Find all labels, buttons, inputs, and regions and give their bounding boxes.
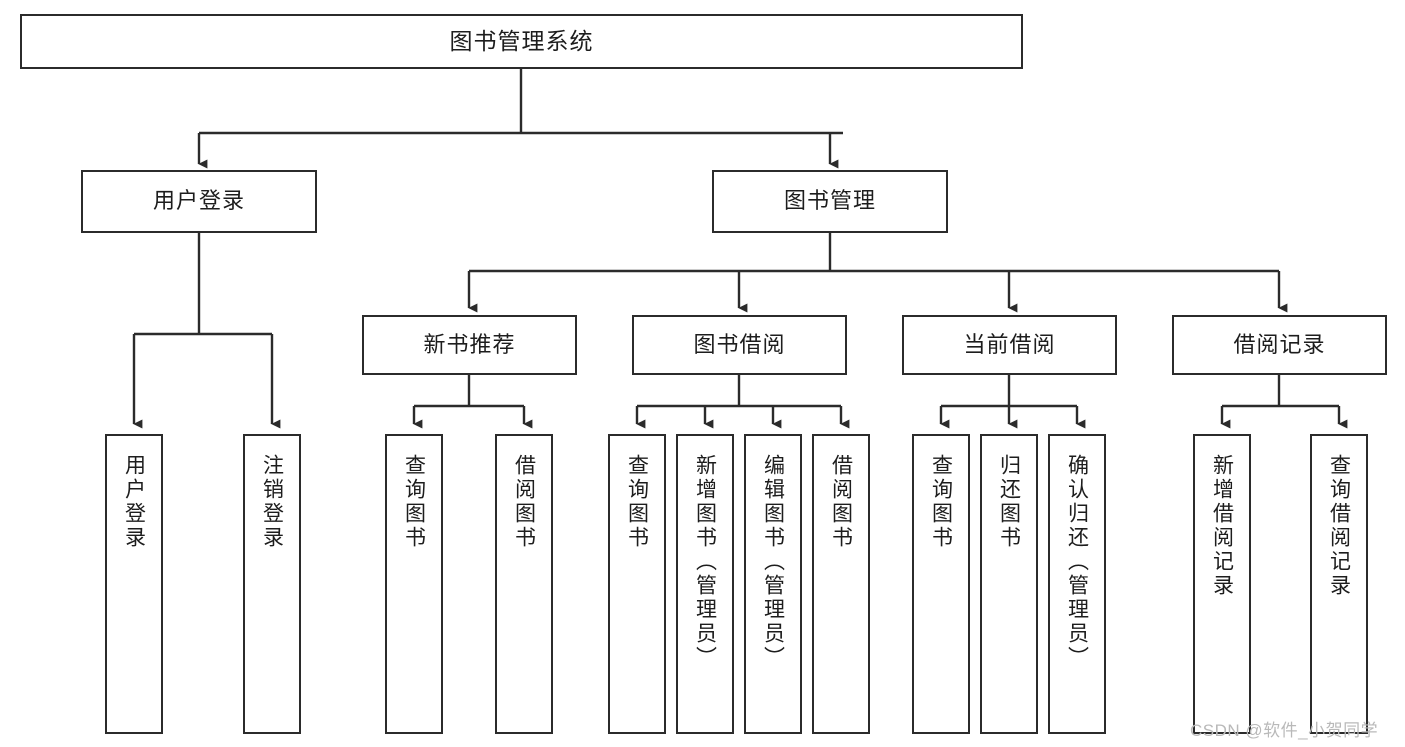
leaf-current-confirm-return[interactable]: 确认归还（管理员） [1048,434,1106,734]
node-label: 借阅记录 [1233,331,1326,357]
node-label: 归还图书 [997,454,1021,550]
node-borrow-records[interactable]: 借阅记录 [1172,315,1387,375]
node-label: 查询图书 [929,454,953,550]
node-label: 图书管理系统 [449,27,594,54]
leaf-user-login-logout[interactable]: 注销登录 [243,434,301,734]
node-label: 确认归还（管理员） [1065,454,1089,670]
leaf-records-query[interactable]: 查询借阅记录 [1310,434,1368,734]
leaf-borrow-borrow-book[interactable]: 借阅图书 [812,434,870,734]
node-label: 新增借阅记录 [1210,454,1234,598]
node-new-book-recommend[interactable]: 新书推荐 [362,315,577,375]
node-label: 用户登录 [152,188,245,214]
node-label: 用户登录 [122,454,146,550]
leaf-new-book-query[interactable]: 查询图书 [385,434,443,734]
node-label: 新增图书（管理员） [693,454,717,670]
leaf-records-add[interactable]: 新增借阅记录 [1193,434,1251,734]
node-current-borrow[interactable]: 当前借阅 [902,315,1117,375]
node-label: 借阅图书 [829,454,853,550]
leaf-borrow-add-book[interactable]: 新增图书（管理员） [676,434,734,734]
node-label: 注销登录 [260,454,284,550]
node-label: 借阅图书 [512,454,536,550]
leaf-user-login-login[interactable]: 用户登录 [105,434,163,734]
node-root-system[interactable]: 图书管理系统 [20,14,1023,69]
leaf-new-book-borrow[interactable]: 借阅图书 [495,434,553,734]
leaf-borrow-edit-book[interactable]: 编辑图书（管理员） [744,434,802,734]
node-label: 图书管理 [783,188,876,214]
node-label: 当前借阅 [963,331,1056,357]
node-label: 查询图书 [402,454,426,550]
leaf-current-query[interactable]: 查询图书 [912,434,970,734]
node-user-login[interactable]: 用户登录 [81,170,317,233]
leaf-borrow-query[interactable]: 查询图书 [608,434,666,734]
node-book-management[interactable]: 图书管理 [712,170,948,233]
csdn-watermark: CSDN @软件_小贺同学 [1190,721,1379,740]
node-label: 查询借阅记录 [1327,454,1351,598]
node-book-borrow[interactable]: 图书借阅 [632,315,847,375]
node-label: 图书借阅 [693,331,786,357]
leaf-current-return[interactable]: 归还图书 [980,434,1038,734]
node-label: 编辑图书（管理员） [761,454,785,670]
node-label: 新书推荐 [423,331,516,357]
node-label: 查询图书 [625,454,649,550]
